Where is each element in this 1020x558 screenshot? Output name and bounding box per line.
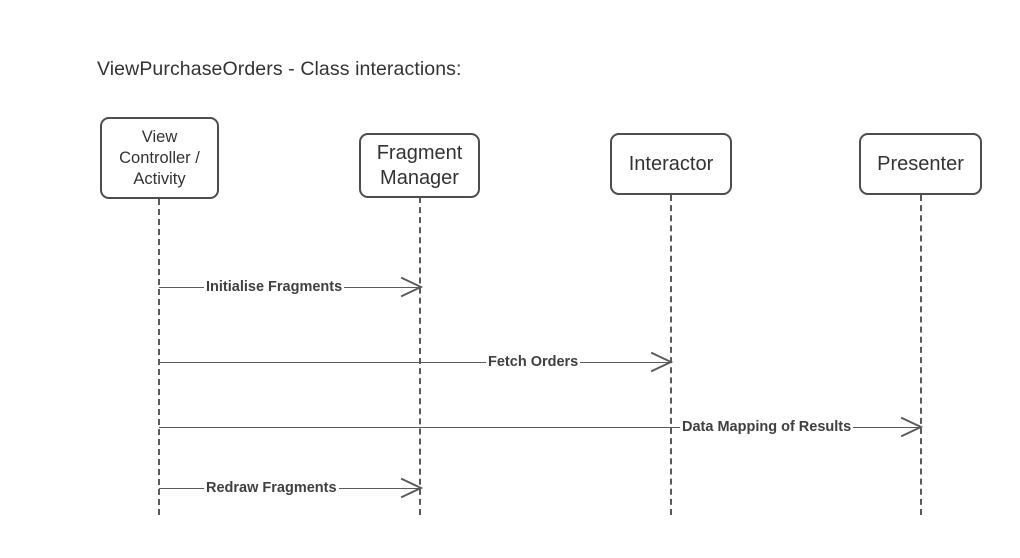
participant-box-view-controller-activity[interactable]: View Controller / Activity [100, 117, 219, 199]
lifeline-view-controller-activity [158, 199, 160, 515]
message-fetch-orders[interactable]: Fetch Orders [159, 351, 674, 374]
lifeline-fragment-manager [419, 197, 421, 515]
participant-label: Interactor [628, 152, 714, 175]
message-initialise-fragments[interactable]: Initialise Fragments [159, 276, 424, 299]
message-redraw-fragments[interactable]: Redraw Fragments [159, 477, 424, 500]
participant-label: Fragment Manager [376, 141, 463, 189]
message-data-mapping-of-results[interactable]: Data Mapping of Results [159, 416, 924, 439]
message-line [159, 427, 921, 428]
participant-box-presenter[interactable]: Presenter [859, 133, 982, 195]
message-label: Data Mapping of Results [680, 417, 854, 438]
participant-box-interactor[interactable]: Interactor [610, 133, 732, 195]
message-label: Redraw Fragments [204, 478, 339, 499]
participant-box-fragment-manager[interactable]: Fragment Manager [359, 133, 480, 198]
message-label: Initialise Fragments [204, 277, 345, 298]
lifeline-interactor [670, 195, 672, 515]
participant-label: View Controller / Activity [119, 127, 200, 188]
message-line [159, 362, 671, 363]
lifeline-presenter [920, 195, 922, 515]
diagram-title: ViewPurchaseOrders - Class interactions: [97, 58, 462, 80]
participant-label: Presenter [877, 152, 964, 175]
message-label: Fetch Orders [486, 352, 581, 373]
